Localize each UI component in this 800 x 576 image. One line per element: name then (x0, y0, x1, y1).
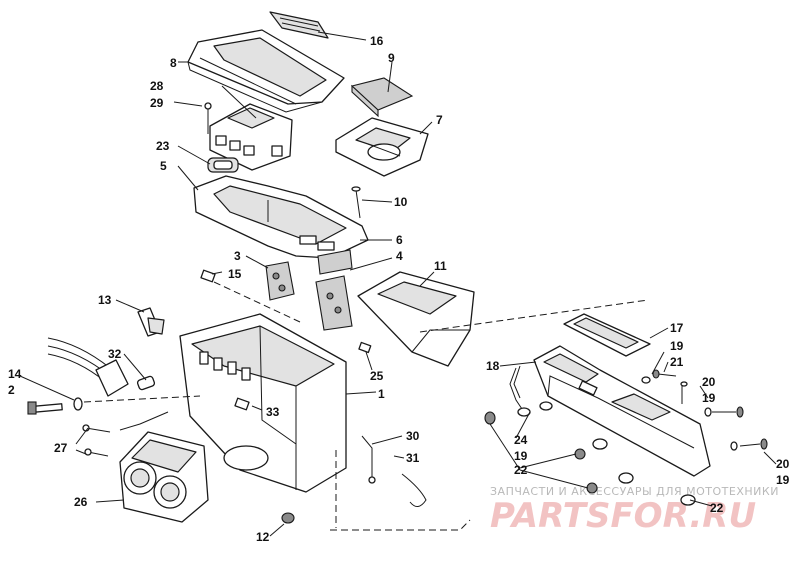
callout-9: 9 (388, 51, 395, 65)
part-32-sensor (47, 337, 156, 397)
part-12-plug (281, 512, 295, 524)
watermark: ЗАПЧАСТИ И АКСЕССУАРЫ ДЛЯ МОТОТЕХНИКИ PA… (490, 485, 779, 536)
callout-30: 30 (406, 429, 420, 443)
part-30-31-rod-clip (361, 435, 427, 507)
callout-19d: 19 (776, 473, 790, 487)
part-11-rear-duct (357, 271, 475, 367)
callout-8: 8 (170, 56, 177, 70)
assembly-frame (330, 299, 649, 531)
callout-7: 7 (436, 113, 443, 127)
callout-1: 1 (378, 387, 385, 401)
callout-labels: 16 8 9 28 29 7 23 5 10 6 3 4 11 15 13 32… (8, 34, 790, 544)
part-1-airbox-housing (179, 313, 347, 493)
part-9-foam-filter (350, 77, 414, 118)
callout-19b: 19 (702, 391, 716, 405)
part-17-cover-plate (563, 313, 651, 357)
part-16-label-plate (269, 11, 329, 39)
part-33-stud (234, 397, 250, 411)
callout-19a: 19 (670, 339, 684, 353)
callout-14: 14 (8, 367, 22, 381)
part-13-bracket (137, 307, 165, 337)
part-8-airbox-lid (187, 29, 345, 113)
callout-22b: 22 (710, 501, 724, 515)
callout-11: 11 (434, 259, 447, 273)
callout-25: 25 (370, 369, 384, 383)
callout-28: 28 (150, 79, 164, 93)
callout-16: 16 (370, 34, 384, 48)
callout-32: 32 (108, 347, 122, 361)
part-26-outlet-housing (119, 431, 209, 523)
hardware-fasteners (484, 369, 768, 506)
callout-3: 3 (234, 249, 241, 263)
callout-5: 5 (160, 159, 167, 173)
callout-31: 31 (406, 451, 420, 465)
callout-26: 26 (74, 495, 88, 509)
callout-29: 29 (150, 96, 164, 110)
callout-12: 12 (256, 530, 270, 544)
watermark-caption: ЗАПЧАСТИ И АКСЕССУАРЫ ДЛЯ МОТОТЕХНИКИ (490, 485, 779, 498)
callout-22a: 22 (514, 463, 528, 477)
callout-2: 2 (8, 383, 15, 397)
callout-10: 10 (394, 195, 408, 209)
callout-15: 15 (228, 267, 242, 281)
callout-20a: 20 (702, 375, 716, 389)
callout-4: 4 (396, 249, 403, 263)
part-18-console (533, 345, 711, 477)
part-24-bracket (509, 365, 525, 413)
part-15-25-bolts (200, 269, 372, 354)
part-2-14-bolt-washer (27, 395, 201, 415)
callout-33: 33 (266, 405, 280, 419)
callout-24: 24 (514, 433, 528, 447)
callout-19c: 19 (514, 449, 528, 463)
part-27-screws (82, 411, 169, 457)
callout-23: 23 (156, 139, 170, 153)
callout-18: 18 (486, 359, 500, 373)
callout-20b: 20 (776, 457, 790, 471)
callout-13: 13 (98, 293, 112, 307)
part-10-screw (351, 186, 361, 219)
callout-21: 21 (670, 355, 684, 369)
callout-6: 6 (396, 233, 403, 247)
callout-27: 27 (54, 441, 68, 455)
part-7-intake-duct (335, 117, 429, 177)
callout-17: 17 (670, 321, 684, 335)
leader-lines (19, 31, 777, 537)
part-3-4-6-dampers (265, 249, 353, 331)
watermark-logo: PARTSFOR.RU (490, 496, 756, 536)
part-5-base-plate (193, 175, 369, 259)
part-23-grommet (207, 157, 239, 173)
part-28-29-module (204, 102, 293, 171)
